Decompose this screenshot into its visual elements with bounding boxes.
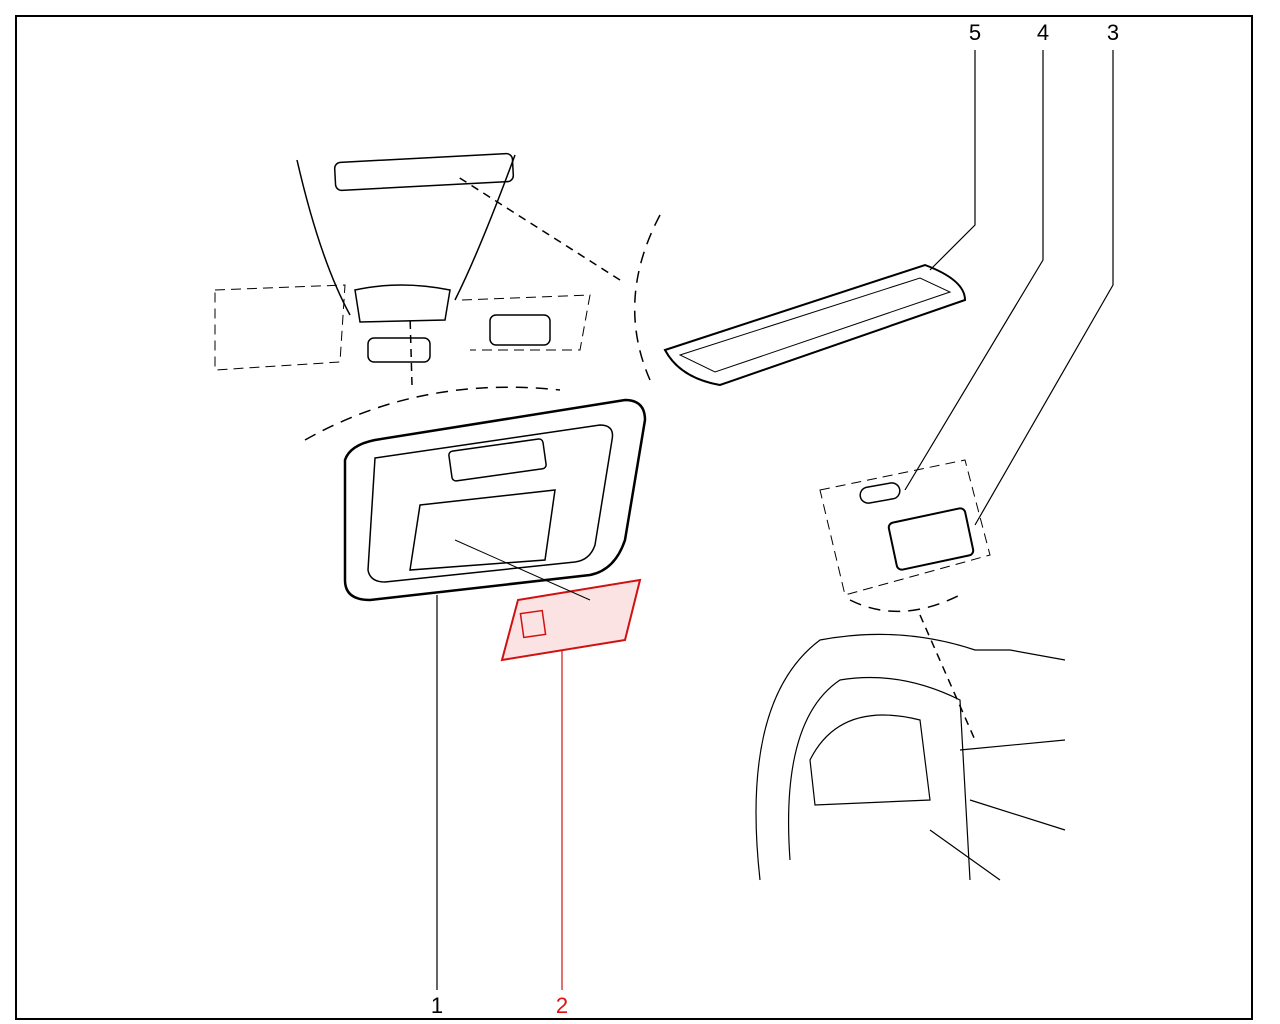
leader-lines <box>436 50 1114 990</box>
diagram-frame <box>15 15 1253 1020</box>
part-2-lens <box>500 578 642 662</box>
parts-3-4-bulb-lamp <box>819 459 991 741</box>
callout-1: 1 <box>430 993 444 1018</box>
callout-4: 4 <box>1036 20 1050 45</box>
part-1-lamp-housing <box>304 386 647 602</box>
callout-5: 5 <box>968 20 982 45</box>
part-5-console <box>663 263 967 387</box>
callout-3: 3 <box>1106 20 1120 45</box>
roof-overview <box>214 152 661 386</box>
trunk-overview <box>755 633 1066 881</box>
callout-2[interactable]: 2 <box>555 993 569 1018</box>
